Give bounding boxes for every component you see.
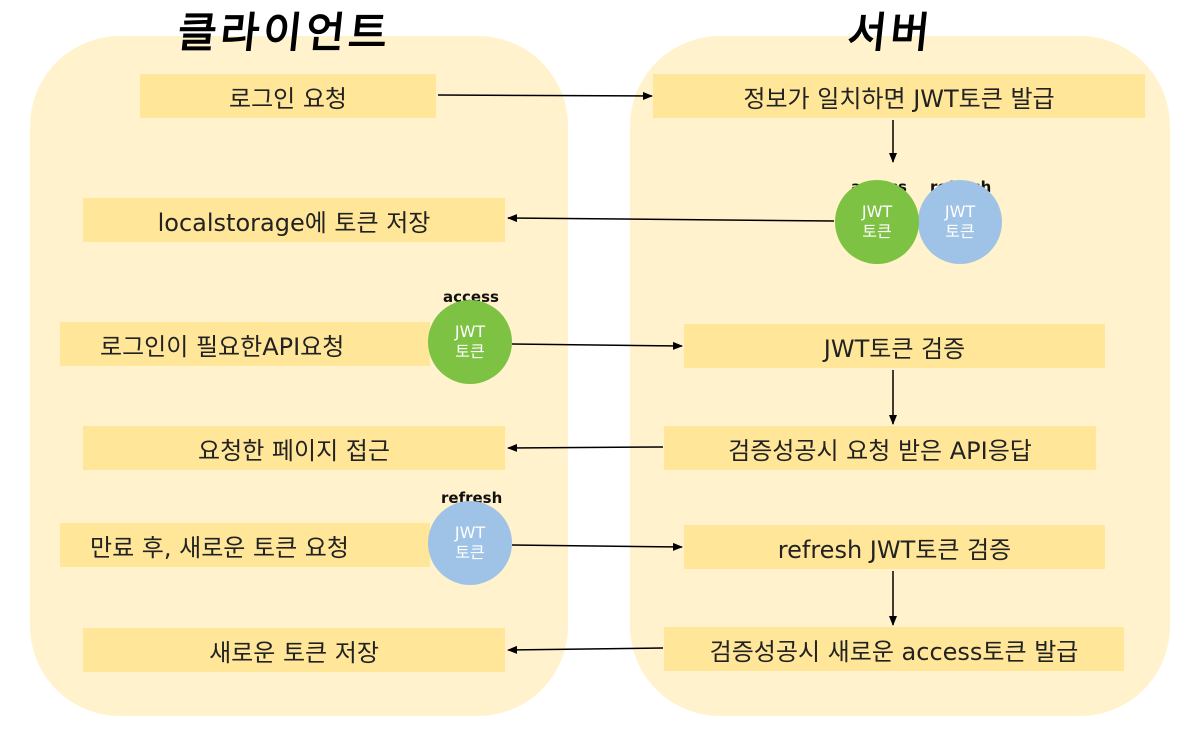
issue-access-box: 검증성공시 새로운 access토큰 발급 [664, 627, 1124, 671]
access-token-circle: JWT 토큰 [835, 180, 919, 264]
renew-request-box: 만료 후, 새로운 토큰 요청 [60, 523, 430, 567]
token-jwt-text: JWT [944, 202, 976, 221]
store-new-token-box: 새로운 토큰 저장 [83, 628, 505, 672]
token-jwt-text: JWT [861, 202, 893, 221]
token-jwt-text: JWT [454, 322, 486, 341]
token-text: 토큰 [945, 222, 975, 241]
token-jwt-text: JWT [454, 523, 486, 542]
client-title: 클라이언트 [175, 8, 394, 57]
login-request-box: 로그인 요청 [140, 74, 436, 118]
issue-jwt-box: 정보가 일치하면 JWT토큰 발급 [653, 74, 1145, 118]
verify-refresh-box: refresh JWT토큰 검증 [684, 525, 1105, 569]
server-title: 서버 [845, 8, 936, 57]
refresh-token-circle: JWT 토큰 [428, 501, 512, 585]
api-request-box: 로그인이 필요한API요청 [60, 322, 430, 366]
page-access-box: 요청한 페이지 접근 [83, 426, 505, 470]
store-localstorage-box: localstorage에 토큰 저장 [83, 198, 505, 242]
access-token-circle: JWT 토큰 [428, 300, 512, 384]
verify-jwt-box: JWT토큰 검증 [684, 324, 1105, 368]
token-text: 토큰 [455, 342, 485, 361]
token-text: 토큰 [862, 222, 892, 241]
server-panel [630, 36, 1170, 716]
api-response-box: 검증성공시 요청 받은 API응답 [664, 426, 1096, 470]
token-text: 토큰 [455, 543, 485, 562]
refresh-token-circle: JWT 토큰 [918, 180, 1002, 264]
